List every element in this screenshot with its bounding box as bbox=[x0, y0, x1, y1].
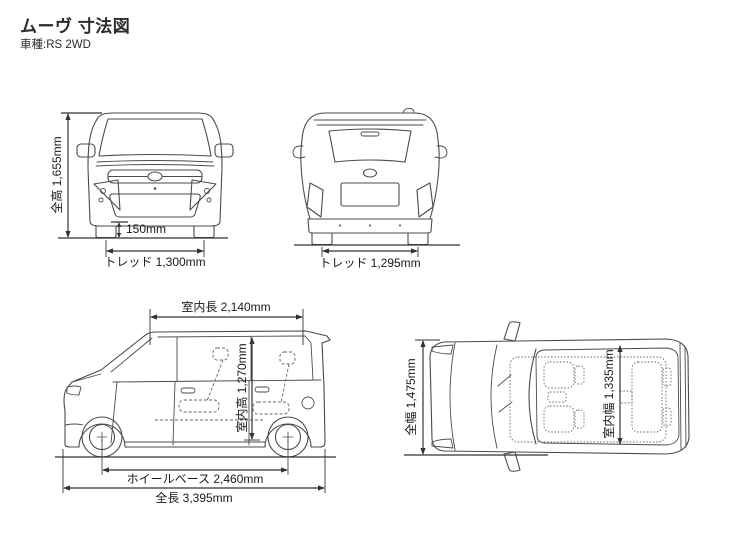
front-dimension-lines bbox=[58, 112, 228, 257]
top-view-drawing bbox=[404, 321, 690, 472]
top-view bbox=[398, 318, 715, 478]
overall-width-label: 全幅 1,475mm bbox=[404, 358, 418, 436]
side-dimension-lines bbox=[55, 309, 336, 493]
front-view bbox=[50, 100, 235, 272]
side-car-art bbox=[63, 330, 331, 458]
top-dimension-lines bbox=[404, 339, 623, 456]
rear-view-drawing bbox=[292, 108, 460, 257]
top-car-art bbox=[429, 321, 690, 472]
page-title: ムーヴ 寸法図 bbox=[20, 17, 131, 36]
side-view-drawing bbox=[55, 309, 336, 493]
interior-width-label: 室内幅 1,335mm bbox=[602, 349, 616, 439]
side-view bbox=[55, 295, 340, 513]
rear-car-art bbox=[292, 108, 448, 246]
front-car-art bbox=[76, 112, 234, 239]
interior-length-label: 室内長 2,140mm bbox=[181, 300, 271, 314]
front-tread-label: トレッド 1,300mm bbox=[104, 255, 206, 269]
overall-length-label: 全長 3,395mm bbox=[155, 491, 233, 505]
front-view-drawing bbox=[58, 112, 234, 257]
rear-view bbox=[290, 100, 465, 272]
ground-clearance-label: 150mm bbox=[126, 222, 167, 236]
rear-dimension-lines bbox=[294, 244, 460, 257]
interior-height-label: 室内高 1,270mm bbox=[235, 343, 249, 433]
vehicle-grade: 車種:RS 2WD bbox=[20, 39, 91, 51]
side-seats-art bbox=[155, 347, 296, 421]
top-interior-art bbox=[509, 356, 672, 443]
wheelbase-label: ホイールベース 2,460mm bbox=[126, 472, 264, 486]
overall-height-label: 全高 1,655mm bbox=[50, 136, 64, 214]
rear-tread-label: トレッド 1,295mm bbox=[319, 256, 421, 270]
